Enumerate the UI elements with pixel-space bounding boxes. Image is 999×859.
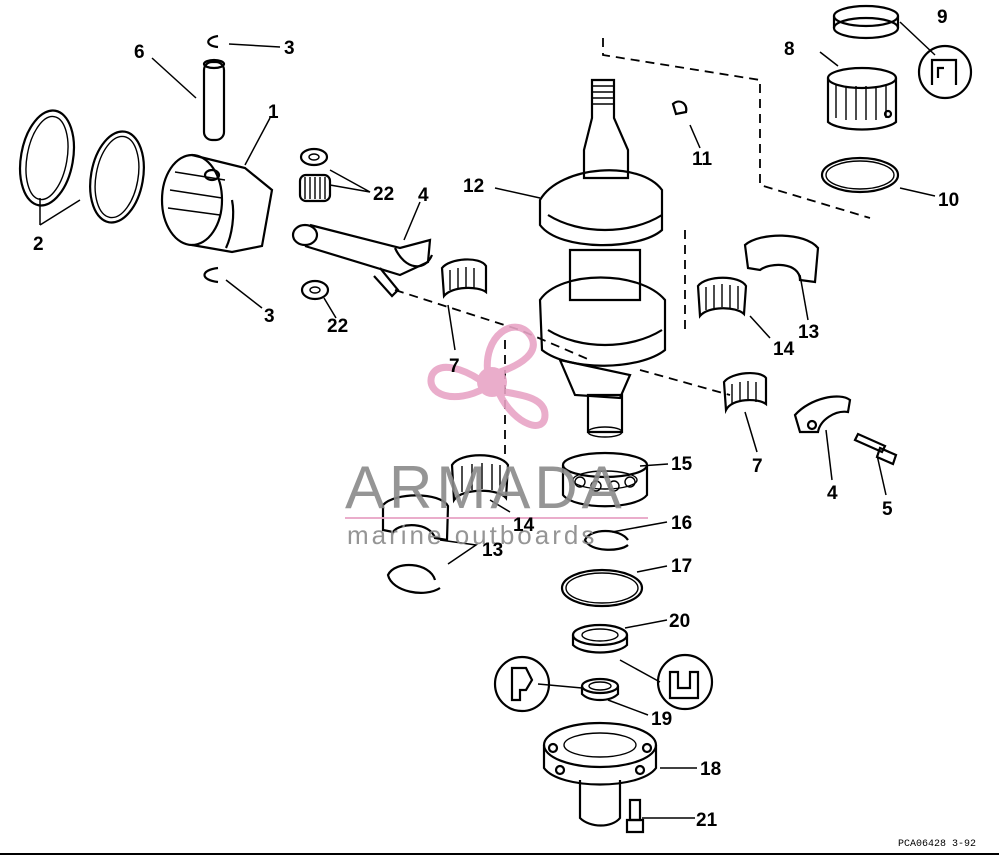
- rod-bolt-part: [853, 432, 898, 466]
- callout-3-top: 3: [284, 38, 295, 59]
- callout-10: 10: [938, 190, 959, 211]
- callout-5: 5: [882, 499, 893, 520]
- callout-16: 16: [671, 513, 692, 534]
- callout-8: 8: [784, 39, 795, 60]
- figure-code: PCA06428 3-92: [898, 839, 976, 850]
- propeller-hub: [477, 367, 507, 397]
- propeller-blade-right: [495, 388, 549, 429]
- seal-part-19: [580, 677, 620, 702]
- callout-17: 17: [671, 556, 692, 577]
- callout-9: 9: [937, 7, 948, 28]
- callout-7-right: 7: [752, 456, 763, 477]
- bearing-half-right: [743, 234, 820, 284]
- o-ring-part-17: [560, 568, 644, 608]
- callout-20: 20: [669, 611, 690, 632]
- seal-part-20: [571, 623, 629, 654]
- callout-4-cap: 4: [827, 483, 838, 504]
- connecting-rod-part: [291, 223, 434, 298]
- bearing-cage-right: [722, 372, 768, 415]
- piston-pin-part: [202, 58, 226, 142]
- callout-13-right: 13: [798, 322, 819, 343]
- rod-cap-part: [793, 395, 852, 434]
- snap-ring-part: [583, 529, 629, 551]
- watermark-brand: ARMADA: [345, 454, 626, 521]
- retaining-ring-bottom: [203, 266, 219, 284]
- watermark-tagline: marine outboards: [347, 520, 597, 550]
- seal-detail-inset-right: [656, 653, 714, 711]
- callout-3-bottom: 3: [264, 306, 275, 327]
- armada-watermark: ARMADA marine outboards: [345, 323, 648, 550]
- retaining-ring-top: [207, 34, 219, 49]
- bearing-half-left: [381, 494, 450, 542]
- leader-lines: [39, 21, 936, 819]
- callout-11: 11: [692, 149, 713, 170]
- callout-14-left: 14: [513, 515, 535, 536]
- propeller-blade-left: [427, 363, 490, 401]
- propeller-logo: [427, 323, 549, 429]
- callout-7-left: 7: [449, 356, 460, 377]
- lower-bearing-housing-part: [542, 721, 658, 827]
- callout-19: 19: [651, 709, 672, 730]
- needle-bearing-half-left: [450, 454, 510, 504]
- callout-numbers: 1 2 3 3 4 4 5 6 7 7 8 9 10 11 12 13 13 1…: [33, 7, 959, 831]
- callout-22-bottom: 22: [327, 316, 348, 337]
- connecting-rod-bearing-bottom: [300, 279, 330, 301]
- callout-1: 1: [268, 102, 279, 123]
- retaining-ring-lower-left: [386, 563, 441, 594]
- crankshaft-part: [538, 78, 667, 438]
- callout-13-left: 13: [482, 540, 503, 561]
- bearing-cage-left: [440, 258, 488, 299]
- roller-bearing-sleeve-part: [826, 66, 898, 131]
- piston-rings-part: [18, 109, 145, 224]
- seal-detail-inset-left: [493, 655, 551, 713]
- callout-6: 6: [134, 42, 145, 63]
- seal-detail-inset-top: [917, 44, 973, 100]
- piston-part: [160, 153, 274, 254]
- connecting-rod-bearing-top: [298, 147, 332, 203]
- needle-bearing-half-right: [696, 276, 748, 319]
- callout-14-right: 14: [773, 339, 795, 360]
- callout-21: 21: [696, 810, 718, 831]
- callout-18: 18: [700, 759, 721, 780]
- propeller-blade-top: [483, 323, 537, 380]
- callout-4-rod: 4: [418, 185, 429, 206]
- callout-22-top: 22: [373, 184, 394, 205]
- callout-2: 2: [33, 234, 44, 255]
- woodruff-key-part: [671, 100, 688, 116]
- callout-12: 12: [463, 176, 484, 197]
- o-ring-part-10: [820, 156, 900, 194]
- screw-part-21: [625, 798, 645, 834]
- callout-15: 15: [671, 454, 693, 475]
- ball-bearing-part: [561, 451, 649, 508]
- seal-ring-part: [832, 4, 900, 40]
